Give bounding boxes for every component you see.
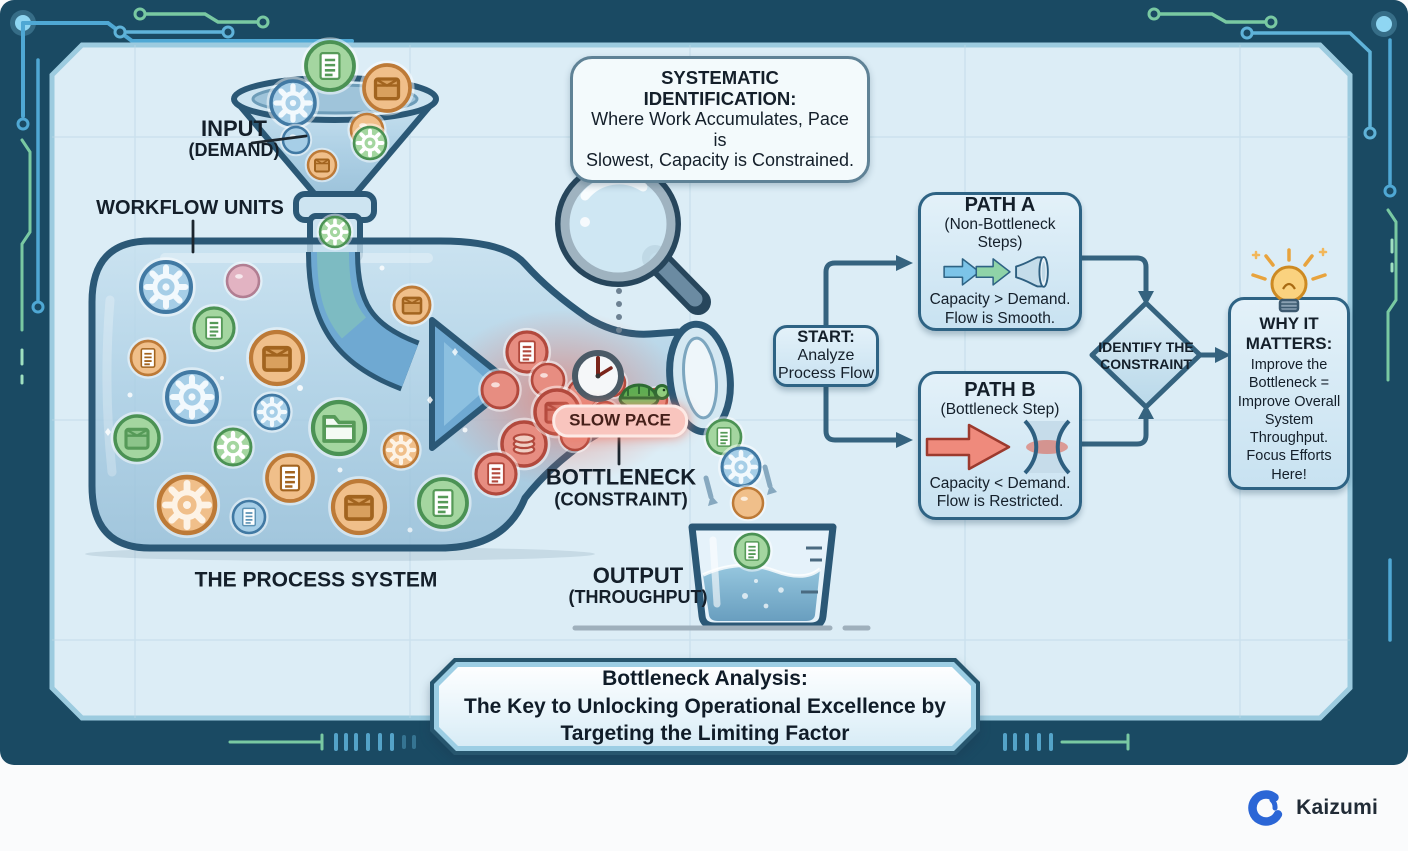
path-a-caption: Flow is Smooth. (944, 309, 1056, 327)
gear-icon (380, 429, 422, 471)
start-node: START: Analyze Process Flow (773, 325, 879, 387)
box-icon (304, 147, 340, 183)
box-icon (246, 327, 308, 389)
beaker-icon (688, 523, 837, 630)
decision-diamond (1089, 300, 1203, 410)
doc-icon (731, 530, 773, 572)
path-a-node: PATH A (Non-Bottleneck Steps) Capacity >… (918, 192, 1082, 331)
decision-label: IDENTIFY THE CONSTRAINT (1098, 339, 1194, 372)
path-b-node: PATH B (Bottleneck Step) Capacity < Dema… (918, 371, 1082, 520)
sphere-icon (478, 368, 522, 412)
brand-name: Kaizumi (1296, 796, 1378, 819)
path-b-title: PATH B (964, 378, 1036, 401)
why-body: Improve the Bottleneck = Improve Overall… (1237, 357, 1341, 483)
doc-icon (189, 303, 239, 353)
falling-tokens (703, 416, 767, 522)
doc-icon (262, 450, 318, 506)
gear-icon (316, 213, 354, 251)
magnifier-icon (555, 161, 711, 315)
smooth-flow-icon (943, 255, 1049, 288)
callout-line: Slowest, Capacity is Constrained. (585, 149, 855, 170)
start-title: START: (797, 328, 855, 347)
why-title: WHY IT MATTERS: (1245, 314, 1333, 353)
workflow-units-label: WORKFLOW UNITS (96, 197, 284, 219)
doc-icon (127, 337, 169, 379)
gear-icon (162, 367, 222, 427)
systematic-identification-callout: SYSTEMATIC IDENTIFICATION: Where Work Ac… (570, 56, 870, 183)
drop-arrow-icons (703, 464, 777, 506)
gear-icon (266, 76, 320, 130)
title-banner: Bottleneck Analysis: The Key to Unlockin… (430, 658, 980, 755)
restricted-flow-icon (925, 419, 1071, 474)
output-label: OUTPUT (THROUGHPUT) (568, 563, 708, 608)
clock-icon (572, 350, 624, 402)
label-pointer-lines (191, 134, 621, 466)
gear-icon (136, 257, 196, 317)
callout-title: SYSTEMATIC IDENTIFICATION: (643, 67, 797, 109)
sphere-icon (729, 484, 767, 522)
connector-arrowheads (896, 255, 1231, 448)
gear-icon (251, 391, 293, 433)
gear-icon (211, 425, 255, 469)
path-b-subtitle: (Bottleneck Step) (940, 400, 1060, 418)
callout-line: Where Work Accumulates, Pace is (591, 109, 849, 150)
stack-icon (497, 417, 551, 471)
doc-icon (502, 327, 552, 377)
path-b-caption: Capacity < Demand. (929, 474, 1071, 492)
brand-lockup: Kaizumi (1244, 786, 1378, 830)
circuit-trace-decoration (10, 7, 1398, 751)
why-it-matters-node: WHY IT MATTERS: Improve the Bottleneck =… (1228, 247, 1350, 490)
footer: Kaizumi (0, 765, 1408, 851)
doc-icon (229, 497, 269, 537)
gear-icon (350, 123, 390, 163)
process-system-label: THE PROCESS SYSTEM (194, 568, 438, 592)
flow-connectors (823, 255, 1218, 447)
beaker-token (731, 530, 773, 572)
path-a-title: PATH A (964, 194, 1036, 216)
slow-pace-badge: SLOW PACE (552, 404, 688, 438)
input-label: INPUT (DEMAND) (188, 116, 280, 161)
banner-line: Bottleneck Analysis: (602, 666, 808, 690)
sphere-icon (223, 261, 263, 301)
banner-line: The Key to Unlocking Operational Excelle… (464, 694, 946, 718)
gear-icon (153, 471, 221, 539)
banner-line: Targeting the Limiting Factor (560, 722, 850, 746)
box-icon (328, 476, 390, 538)
start-line: Analyze (797, 346, 855, 364)
illustration-frame: SYSTEMATIC IDENTIFICATION: Where Work Ac… (0, 0, 1408, 765)
dotted-pointer (616, 288, 622, 333)
lightbulb-icon (1251, 247, 1328, 313)
doc-icon (414, 474, 472, 532)
box-icon (390, 283, 434, 327)
gear-icon (718, 444, 764, 490)
doc-icon (301, 37, 359, 95)
bottleneck-label: BOTTLENECK (CONSTRAINT) (545, 464, 697, 510)
path-b-caption: Flow is Restricted. (936, 492, 1064, 510)
kaizumi-logo-icon (1248, 790, 1284, 826)
start-line: Process Flow (777, 364, 875, 382)
box-icon (110, 411, 164, 465)
folder-icon (308, 397, 370, 459)
path-a-caption: Capacity > Demand. (929, 291, 1071, 309)
path-a-subtitle: (Non-Bottleneck Steps) (944, 216, 1056, 251)
doc-icon (471, 449, 521, 499)
box-icon (359, 60, 415, 116)
